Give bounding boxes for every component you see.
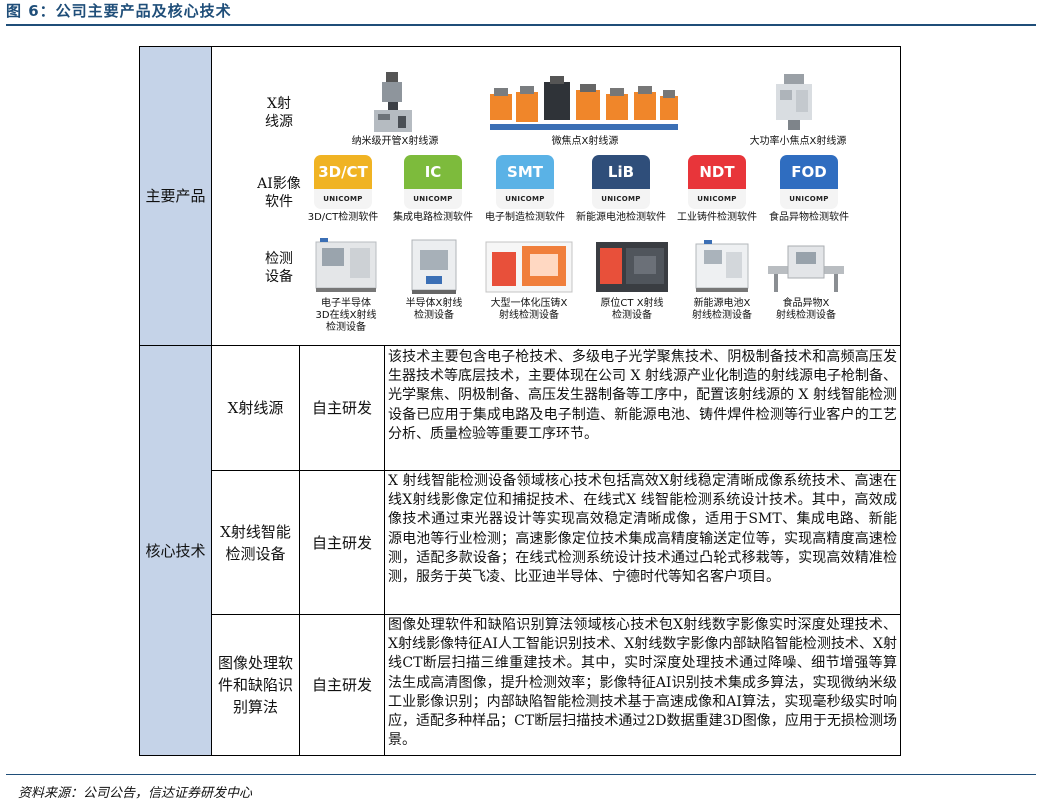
tech-description: 该技术主要包含电子枪技术、多级电子光学聚焦技术、阴极制备技术和高频高压发生器技术… [388, 349, 897, 442]
badge-fod: FOD [780, 155, 838, 189]
grid-line [140, 345, 901, 346]
figure-title: 图 6：公司主要产品及核心技术 [6, 2, 232, 20]
title-rule [6, 24, 1036, 26]
row-label-ai-software: AI影像 软件 [257, 176, 301, 210]
software-caption: 3D/CT检测软件 [307, 212, 379, 223]
grid-line [384, 345, 385, 755]
software-caption: 集成电路检测软件 [393, 212, 473, 223]
unicomp-logo: UNICOMP [496, 189, 554, 209]
unicomp-logo: UNICOMP [404, 189, 462, 209]
unicomp-logo: UNICOMP [314, 189, 372, 209]
tech-description: 图像处理软件和缺陷识别算法领域核心技术包X射线数字影像实时深度处理技术、X射线影… [388, 617, 897, 749]
source-note: 资料来源：公司公告，信达证券研发中心 [18, 786, 253, 801]
software-caption: 食品异物检测软件 [769, 212, 849, 223]
grid-line [299, 345, 300, 755]
tech-name-image-algorithm: 图像处理软 件和缺陷识 别算法 [217, 654, 293, 716]
tech-mode: 自主研发 [311, 399, 372, 417]
large-die-casting-xray-equipment-image [485, 241, 573, 293]
xray-source-caption: 微焦点X射线源 [551, 136, 619, 147]
badge-ndt: NDT [688, 155, 746, 189]
badge-smt: SMT [496, 155, 554, 189]
tech-mode: 自主研发 [311, 676, 372, 694]
product-tech-table [139, 46, 901, 756]
microfocus-xray-source-image [490, 76, 678, 130]
row-label-equipment: 检测 设备 [265, 251, 293, 285]
semiconductor-xray-equipment-image [411, 239, 457, 294]
software-badge-lib: LiB UNICOMP [592, 155, 650, 209]
tech-name-xray-source: X射线源 [227, 399, 284, 417]
unicomp-logo: UNICOMP [780, 189, 838, 209]
grid-line [211, 47, 212, 755]
unicomp-logo: UNICOMP [688, 189, 746, 209]
unicomp-logo: UNICOMP [592, 189, 650, 209]
software-badge-ndt: NDT UNICOMP [688, 155, 746, 209]
row-label-xray-source: X射 线源 [265, 96, 293, 130]
equipment-caption: 半导体X射线 检测设备 [405, 298, 463, 321]
software-caption: 工业铸件检测软件 [677, 212, 757, 223]
software-badge-ic: IC UNICOMP [404, 155, 462, 209]
software-caption: 电子制造检测软件 [485, 212, 565, 223]
software-badge-3dct: 3D/CT UNICOMP [314, 155, 372, 209]
equipment-caption: 食品异物X 射线检测设备 [776, 298, 836, 321]
tech-name-xray-equipment: X射线智能 检测设备 [220, 522, 291, 563]
badge-3dct: 3D/CT [314, 155, 372, 189]
products-section-label: 主要产品 [140, 47, 211, 345]
software-badge-fod: FOD UNICOMP [780, 155, 838, 209]
tech-mode: 自主研发 [311, 533, 372, 552]
software-caption: 新能源电池检测软件 [576, 212, 666, 223]
in-situ-ct-xray-equipment-image [596, 242, 668, 292]
equipment-caption: 电子半导体 3D在线X射线 检测设备 [315, 298, 377, 333]
equipment-caption: 新能源电池X 射线检测设备 [692, 298, 752, 321]
tech-section-label: 核心技术 [140, 346, 211, 755]
grid-line [211, 614, 901, 615]
software-badge-smt: SMT UNICOMP [496, 155, 554, 209]
new-energy-battery-xray-equipment-image [695, 240, 749, 292]
equipment-caption: 大型一体化压铸X 射线检测设备 [490, 298, 568, 321]
nano-open-tube-xray-source-image [374, 72, 412, 132]
food-foreign-matter-xray-equipment-image [768, 245, 844, 292]
semiconductor-3d-inline-xray-equipment-image [315, 238, 377, 292]
footer-rule [6, 774, 1036, 775]
badge-lib: LiB [592, 155, 650, 189]
xray-source-caption: 纳米级开管X射线源 [351, 136, 439, 147]
badge-ic: IC [404, 155, 462, 189]
grid-line [211, 470, 901, 471]
xray-source-caption: 大功率小焦点X射线源 [749, 136, 847, 147]
tech-description: X 射线智能检测设备领域核心技术包括高效X射线稳定清晰成像系统技术、高速在线X射… [388, 473, 897, 586]
equipment-caption: 原位CT X射线 检测设备 [600, 298, 664, 321]
high-power-xray-source-image [776, 74, 812, 130]
